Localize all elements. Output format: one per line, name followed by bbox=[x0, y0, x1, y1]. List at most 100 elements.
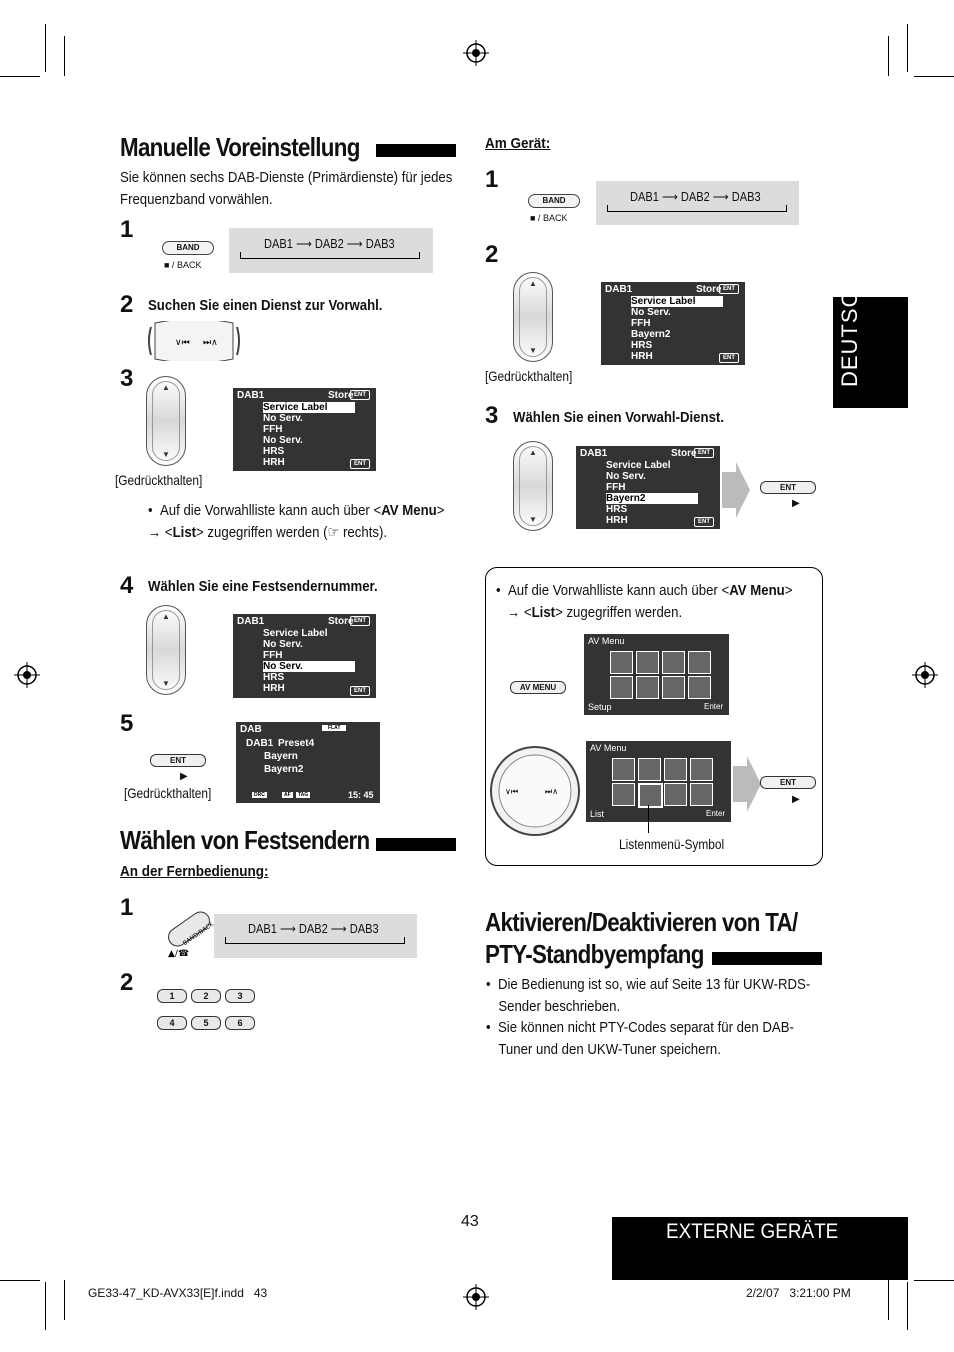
registration-mark-icon bbox=[912, 662, 938, 688]
menu-icon bbox=[688, 651, 711, 674]
crop-mark bbox=[64, 36, 65, 76]
seek-knob-icon[interactable]: ∨⏮⏭∧ bbox=[147, 321, 241, 361]
subheading-device: Am Gerät: bbox=[485, 135, 551, 152]
dab-sequence: DAB1 ⟶ DAB2 ⟶ DAB3 bbox=[248, 921, 379, 936]
sequence-loop bbox=[607, 205, 787, 212]
registration-mark-icon bbox=[463, 1284, 489, 1310]
registration-mark-icon bbox=[463, 40, 489, 66]
menu-icon bbox=[664, 783, 687, 806]
step-number: 3 bbox=[120, 365, 134, 392]
preset-key-5[interactable]: 5 bbox=[191, 1016, 221, 1030]
crop-mark bbox=[888, 36, 889, 76]
av-menu-list-screen: AV Menu List Enter bbox=[586, 741, 731, 822]
info-box bbox=[485, 567, 823, 866]
heading-bar bbox=[376, 144, 456, 157]
box-bullet: • Auf die Vorwahlliste kann auch über <A… bbox=[496, 582, 793, 621]
preset-key-6[interactable]: 6 bbox=[225, 1016, 255, 1030]
crop-mark bbox=[907, 1282, 908, 1330]
menu-icon bbox=[636, 676, 659, 699]
crop-mark bbox=[0, 76, 40, 77]
control-knob-icon[interactable]: ▲▼ bbox=[146, 376, 186, 466]
step-text: Suchen Sie einen Dienst zur Vorwahl. bbox=[148, 297, 383, 314]
lcd-preset-list: DAB1 Store ENT Service Label No Serv. FF… bbox=[233, 614, 376, 698]
dab-sequence-panel bbox=[229, 228, 433, 273]
step-number: 5 bbox=[120, 710, 134, 737]
menu-icon bbox=[638, 758, 661, 781]
ent-button[interactable]: ENT bbox=[760, 776, 816, 789]
dab-sequence: DAB1 ⟶ DAB2 ⟶ DAB3 bbox=[264, 236, 395, 251]
menu-icon bbox=[610, 651, 633, 674]
press-arrow-icon: ▶ bbox=[180, 771, 188, 782]
page-number: 43 bbox=[461, 1213, 479, 1230]
step-number: 2 bbox=[120, 969, 134, 996]
step-number: 2 bbox=[120, 291, 134, 318]
crop-mark bbox=[0, 1280, 40, 1281]
crop-mark bbox=[45, 24, 46, 72]
crop-mark bbox=[914, 1280, 954, 1281]
menu-icon bbox=[612, 758, 635, 781]
menu-icon bbox=[662, 676, 685, 699]
press-hold-label: [Gedrückthalten] bbox=[485, 368, 573, 384]
list-menu-caption: Listenmenü-Symbol bbox=[619, 836, 725, 852]
bullet-item: • Sie können nicht PTY-Codes separat für… bbox=[486, 1019, 794, 1058]
rotary-dial-icon[interactable]: ∨⏮⏭∧ bbox=[489, 745, 581, 837]
big-arrow-icon bbox=[733, 756, 761, 812]
preset-key-2[interactable]: 2 bbox=[191, 989, 221, 1003]
back-label: ■ / BACK bbox=[164, 260, 202, 270]
control-knob-icon[interactable]: ▲▼ bbox=[146, 605, 186, 695]
preset-key-3[interactable]: 3 bbox=[225, 989, 255, 1003]
control-knob-icon[interactable]: ▲▼ bbox=[513, 272, 553, 362]
control-knob-icon[interactable]: ▲▼ bbox=[513, 441, 553, 531]
svg-text:⏭∧: ⏭∧ bbox=[203, 338, 218, 348]
crop-mark bbox=[888, 1280, 889, 1320]
step-number: 1 bbox=[120, 894, 134, 921]
registration-mark-icon bbox=[14, 662, 40, 688]
lcd-preset-display: DAB FLAT DAB1 Preset4 Bayern Bayern2 DRC… bbox=[236, 722, 380, 803]
step-text: Wählen Sie einen Vorwahl-Dienst. bbox=[513, 409, 724, 426]
crop-mark bbox=[907, 24, 908, 72]
press-arrow-icon: ▶ bbox=[792, 794, 800, 805]
lcd-preset-list: DAB1 Store ENT Service Label No Serv. FF… bbox=[233, 388, 376, 471]
dab-sequence-panel bbox=[596, 181, 799, 225]
band-button[interactable]: BAND bbox=[162, 241, 214, 255]
language-tab: DEUTSCH bbox=[833, 274, 908, 408]
step-number: 3 bbox=[485, 402, 499, 429]
crop-mark bbox=[64, 1280, 65, 1320]
subheading-remote: An der Fernbedienung: bbox=[120, 863, 269, 880]
ent-button[interactable]: ENT bbox=[150, 754, 206, 767]
step-number: 4 bbox=[120, 572, 134, 599]
heading-bar bbox=[376, 838, 456, 851]
heading-waehlen-von-festsendern: Wählen von Festsendern bbox=[120, 825, 370, 855]
svg-text:⏭∧: ⏭∧ bbox=[545, 787, 558, 796]
band-button[interactable]: BAND bbox=[528, 194, 580, 208]
preset-key-1[interactable]: 1 bbox=[157, 989, 187, 1003]
caption-line bbox=[648, 805, 649, 833]
big-arrow-icon bbox=[722, 462, 750, 518]
heading-aktivieren-deaktivieren: Aktivieren/Deaktivieren von TA/ bbox=[485, 907, 798, 937]
bullet-av-menu: • Auf die Vorwahlliste kann auch über <A… bbox=[148, 502, 445, 541]
remote-band-button-icon[interactable]: BAND/BACK▲/☎ bbox=[156, 910, 220, 958]
step-text: Wählen Sie eine Festsendernummer. bbox=[148, 578, 378, 595]
av-menu-button[interactable]: AV MENU bbox=[510, 681, 566, 694]
preset-key-4[interactable]: 4 bbox=[157, 1016, 187, 1030]
sequence-loop bbox=[225, 937, 405, 944]
step-number: 1 bbox=[120, 216, 134, 243]
crop-mark bbox=[914, 76, 954, 77]
sequence-loop bbox=[240, 252, 420, 259]
menu-icon bbox=[688, 676, 711, 699]
svg-text:▲/☎: ▲/☎ bbox=[168, 949, 189, 958]
step-number: 2 bbox=[485, 241, 499, 268]
section-footer: EXTERNE GERÄTE bbox=[612, 1217, 908, 1280]
print-info-right: 2/2/07 3:21:00 PM bbox=[746, 1286, 851, 1300]
menu-icon bbox=[610, 676, 633, 699]
ent-button[interactable]: ENT bbox=[760, 481, 816, 494]
press-hold-label: [Gedrückthalten] bbox=[115, 472, 203, 488]
press-hold-label: [Gedrückthalten] bbox=[124, 785, 212, 801]
print-info-left: GE33-47_KD-AVX33[E]f.indd 43 bbox=[88, 1286, 268, 1300]
bullet-item: • Die Bedienung ist so, wie auf Seite 13… bbox=[486, 976, 811, 1015]
menu-icon bbox=[612, 783, 635, 806]
list-menu-icon bbox=[638, 783, 663, 808]
lcd-preset-list: DAB1 Store ENT Service Label No Serv. FF… bbox=[576, 446, 720, 529]
press-arrow-icon: ▶ bbox=[792, 498, 800, 509]
menu-icon bbox=[690, 783, 713, 806]
